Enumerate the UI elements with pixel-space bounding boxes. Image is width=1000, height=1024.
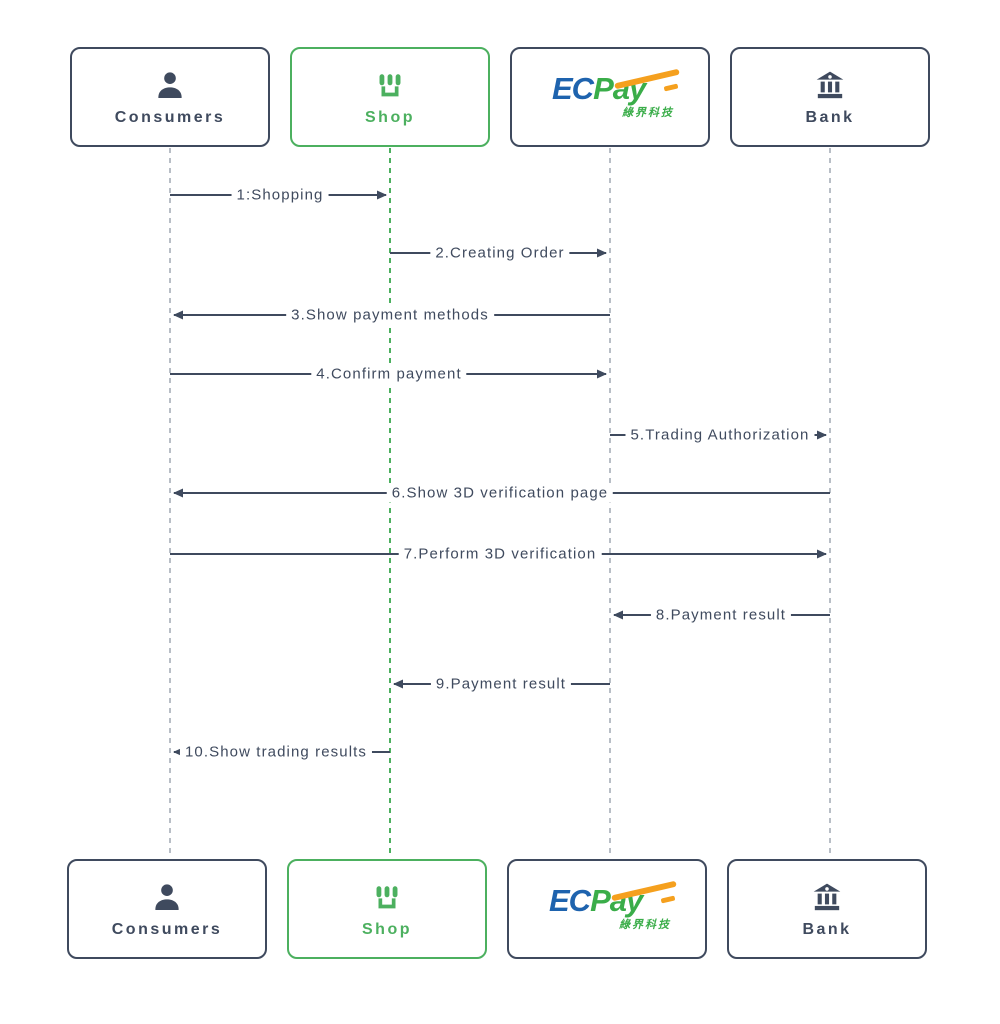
ecpay-subtitle: 綠界科技 <box>622 107 674 119</box>
message-label-1: 1:Shopping <box>231 185 329 205</box>
message-label-6: 6.Show 3D verification page <box>386 483 614 503</box>
actor-box-ecpay-bottom: ECPay 綠界科技 <box>507 859 707 959</box>
actor-label: Bank <box>805 108 855 126</box>
actor-box-ecpay-top: ECPay 綠界科技 <box>510 47 710 147</box>
person-icon <box>150 880 184 914</box>
actor-box-bank-bottom: Bank <box>727 859 927 959</box>
message-label-7: 7.Perform 3D verification <box>398 544 602 564</box>
actor-box-bank-top: Bank <box>730 47 930 147</box>
actor-label: Shop <box>362 920 412 938</box>
ecpay-ec-text: EC <box>552 71 594 106</box>
ecpay-wordmark: ECPay <box>549 883 643 918</box>
actor-box-shop-bottom: Shop <box>287 859 487 959</box>
message-label-10: 10.Show trading results <box>179 742 373 762</box>
ecpay-swoosh-tip-icon <box>660 895 676 904</box>
actor-label: Bank <box>802 920 852 938</box>
actor-label: Consumers <box>111 920 223 938</box>
actor-label: Shop <box>365 108 415 126</box>
message-label-5: 5.Trading Authorization <box>625 425 815 445</box>
storefront-icon <box>370 880 404 914</box>
bank-icon <box>813 68 847 102</box>
ecpay-logo: ECPay 綠界科技 <box>541 880 677 935</box>
ecpay-swoosh-tip-icon <box>663 83 679 92</box>
message-label-8: 8.Payment result <box>650 605 792 625</box>
ecpay-subtitle: 綠界科技 <box>619 919 671 931</box>
actor-box-consumers-top: Consumers <box>70 47 270 147</box>
message-label-3: 3.Show payment methods <box>286 305 494 325</box>
ecpay-ec-text: EC <box>549 883 591 918</box>
ecpay-wordmark: ECPay <box>552 71 646 106</box>
actor-box-consumers-bottom: Consumers <box>67 859 267 959</box>
message-label-9: 9.Payment result <box>430 674 572 694</box>
message-label-4: 4.Confirm payment <box>311 364 467 384</box>
message-label-2: 2.Creating Order <box>430 243 570 263</box>
storefront-icon <box>373 68 407 102</box>
ecpay-logo: ECPay 綠界科技 <box>544 68 680 123</box>
actor-box-shop-top: Shop <box>290 47 490 147</box>
person-icon <box>153 68 187 102</box>
actor-label: Consumers <box>114 108 226 126</box>
bank-icon <box>810 880 844 914</box>
